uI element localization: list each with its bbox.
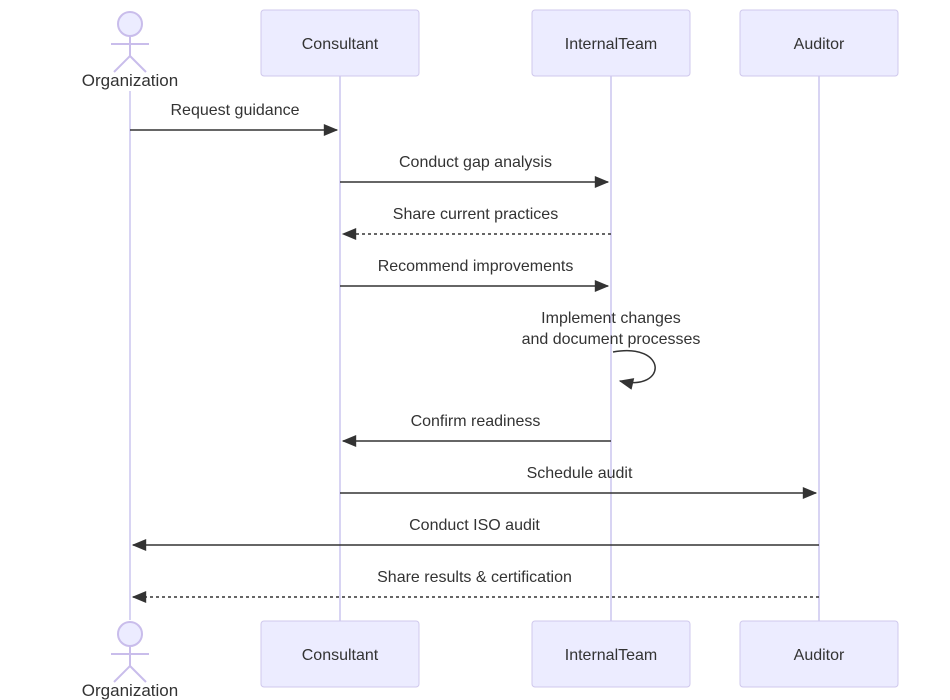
participant-internalteam-top: InternalTeam [531,9,691,77]
message-4-label-line2: and document processes [522,331,701,348]
participant-consultant-bottom: Consultant [260,620,420,688]
participant-box [531,620,691,688]
message-3-label: Recommend improvements [378,258,574,275]
participant-label: InternalTeam [565,647,658,664]
participant-box [739,9,899,77]
participant-box [260,9,420,77]
participant-consultant-top: Consultant [260,9,420,77]
message-2-label: Share current practices [393,206,558,223]
actor-label: Organization [82,71,178,90]
participant-label: Consultant [302,647,379,664]
participant-auditor-top: Auditor [739,9,899,77]
actor-head [117,11,143,37]
message-0-label: Request guidance [171,102,300,119]
participant-box [739,620,899,688]
participant-label: Consultant [302,36,379,53]
participant-label: InternalTeam [565,36,658,53]
actor-label: Organization [82,681,178,700]
message-7-label: Conduct ISO audit [409,517,540,534]
actor-head [117,621,143,647]
participant-auditor-bottom: Auditor [739,620,899,688]
message-6-label: Schedule audit [527,465,633,482]
participant-box [531,9,691,77]
message-8-label: Share results & certification [377,569,572,586]
participant-internalteam-bottom: InternalTeam [531,620,691,688]
message-5-label: Confirm readiness [411,413,541,430]
participant-label: Auditor [794,36,845,53]
participant-label: Auditor [794,647,845,664]
participant-box [260,620,420,688]
message-4-label: Implement changes [541,310,681,327]
message-1-label: Conduct gap analysis [399,154,552,171]
actor-organization-top: Organization [82,11,178,90]
actor-organization-bottom: Organization [82,621,178,700]
message-4-self-arrow [612,349,656,390]
